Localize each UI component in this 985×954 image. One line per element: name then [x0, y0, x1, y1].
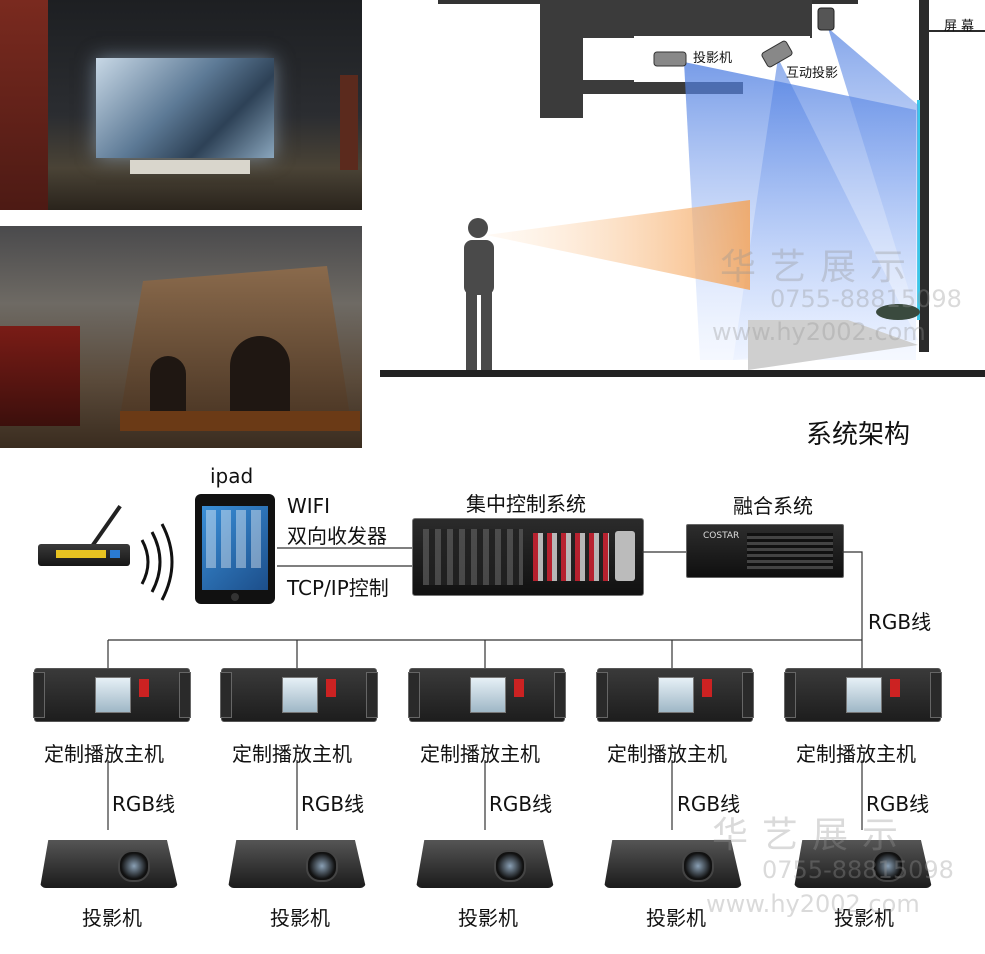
central-control-label: 集中控制系统: [466, 492, 586, 516]
playback-host-label: 定制播放主机: [232, 742, 352, 766]
floor-line: [380, 370, 985, 377]
section-title: 系统架构: [806, 420, 911, 450]
playback-host-unit: [408, 668, 566, 722]
playback-host-unit: [220, 668, 378, 722]
ceiling-block: [540, 0, 812, 38]
playback-host-unit: [596, 668, 754, 722]
projector-icon: [653, 51, 687, 67]
watermark-phone: 0755-88815098: [762, 856, 954, 884]
wireless-signal-icon: [140, 523, 174, 601]
watermark-site: www.hy2002.com: [712, 318, 926, 346]
host-rgb-label: RGB线: [489, 792, 553, 816]
fusion-system-label: 融合系统: [733, 494, 813, 518]
playback-host-unit: [33, 668, 191, 722]
exhibit-photo-screen-hall: [0, 0, 362, 210]
tcpip-label: TCP/IP控制: [287, 576, 389, 600]
playback-host-label: 定制播放主机: [44, 742, 164, 766]
exhibit-photo-city-gate: [0, 226, 362, 448]
viewer-sightline: [486, 200, 750, 290]
projector-label: 投影机: [458, 906, 518, 930]
fusion-rgb-label: RGB线: [868, 610, 932, 634]
fusion-brand: COSTAR: [703, 531, 740, 541]
transceiver-label: 双向收发器: [287, 524, 387, 548]
watermark-brand: 华艺展示: [720, 247, 921, 288]
projector-device: [228, 828, 366, 890]
projector-label: 投影机: [693, 51, 733, 66]
wifi-label: WIFI: [287, 494, 331, 518]
projector-device: [794, 828, 932, 890]
playback-host-label: 定制播放主机: [607, 742, 727, 766]
display-platform: [748, 320, 918, 370]
projector-device: [40, 828, 178, 890]
watermark-site: www.hy2002.com: [706, 890, 920, 918]
playback-host-unit: [784, 668, 942, 722]
host-rgb-label: RGB线: [677, 792, 741, 816]
playback-host-label: 定制播放主机: [420, 742, 540, 766]
router-icon: [38, 496, 138, 576]
person-silhouette: [464, 218, 494, 370]
interactive-projection-label: 互动投影: [786, 66, 839, 81]
host-rgb-label: RGB线: [112, 792, 176, 816]
watermark-brand: 华艺展示: [712, 815, 913, 856]
projector-label: 投影机: [270, 906, 330, 930]
projector-device: [416, 828, 554, 890]
ipad-icon: [195, 494, 275, 604]
screen-wall: [919, 0, 929, 352]
fusion-system-unit: COSTAR: [686, 524, 844, 578]
host-rgb-label: RGB线: [866, 792, 930, 816]
projector-label: 投影机: [646, 906, 706, 930]
playback-host-label: 定制播放主机: [796, 742, 916, 766]
central-control-unit: [412, 518, 644, 596]
projector-label: 投影机: [82, 906, 142, 930]
interactive-projector-icon: [761, 40, 793, 68]
ipad-label: ipad: [210, 464, 254, 488]
screen-surface: [917, 100, 920, 320]
projector-device: [604, 828, 742, 890]
projector-label: 投影机: [834, 906, 894, 930]
watermark-phone: 0755-88815098: [770, 285, 962, 313]
screen-label: 屏幕: [944, 19, 979, 34]
host-rgb-label: RGB线: [301, 792, 365, 816]
projection-schematic: [380, 0, 985, 377]
ceiling-projector-icon: [817, 7, 835, 31]
